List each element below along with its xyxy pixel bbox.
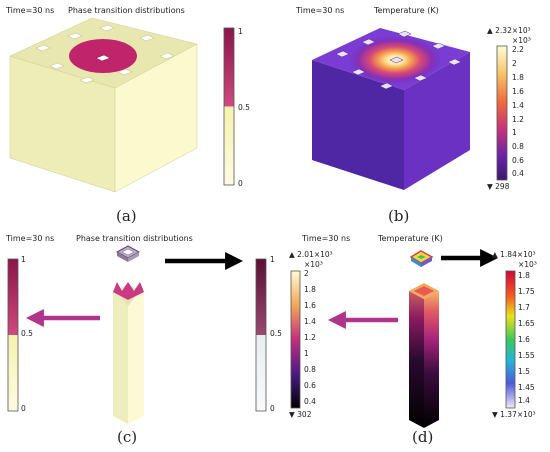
title-b: Temperature (K) bbox=[374, 6, 439, 15]
right-bar-tick-d-5: 1.6 bbox=[518, 335, 530, 344]
time-label-b: Time=30 ns bbox=[296, 6, 345, 15]
caption-b: (b) bbox=[388, 207, 410, 225]
right-bar-tick-d-4: 1.65 bbox=[518, 319, 535, 328]
colorbar-tick-a-3: 0 bbox=[238, 179, 243, 188]
phase-colorbar-c-left bbox=[7, 258, 19, 412]
caption-d: (d) bbox=[412, 428, 434, 446]
colorbar-tick-b-4: 1.6 bbox=[512, 87, 524, 96]
left-bar-tick-d-2: 1.8 bbox=[304, 285, 316, 294]
temperature-colorbar-d-left bbox=[290, 270, 301, 409]
colorbar-max-b: ▲ 2.32×10³ bbox=[487, 26, 531, 35]
left-bar-tick-d-5: 1.2 bbox=[304, 333, 316, 342]
left-bar-tick-d-4: 1.4 bbox=[304, 317, 316, 326]
left-bar-tick-d-7: 0.8 bbox=[304, 365, 316, 374]
right-bar-tick-d-9: 1.4 bbox=[518, 396, 530, 405]
colorbar-tick-a-1: 1 bbox=[238, 27, 243, 36]
left-bar-tick-d-3: 1.6 bbox=[304, 301, 316, 310]
right-bar-tick-c-3: 0 bbox=[270, 404, 275, 413]
right-bar-tick-d-6: 1.55 bbox=[518, 351, 535, 360]
right-bar-tick-d-7: 1.5 bbox=[518, 367, 530, 376]
phase-colorbar-a bbox=[223, 27, 235, 186]
right-bar-tick-d-1: 1.8 bbox=[518, 271, 530, 280]
left-bar-tick-c-2: 0.5 bbox=[21, 329, 33, 338]
right-bar-min-d: ▼ 1.37×10³ bbox=[492, 410, 536, 419]
left-bar-tick-d-9: 0.4 bbox=[304, 397, 316, 406]
time-label-c: Time=30 ns bbox=[6, 234, 55, 243]
phase-cube-a bbox=[9, 17, 198, 193]
left-bar-tick-d-1: 2 bbox=[304, 269, 309, 278]
phase-top-element-c bbox=[115, 245, 141, 262]
colorbar-tick-b-2: 2 bbox=[512, 59, 517, 68]
title-a: Phase transition distributions bbox=[68, 6, 185, 15]
colorbar-min-b: ▼ 298 bbox=[487, 182, 510, 191]
left-bar-tick-d-8: 0.6 bbox=[304, 381, 316, 390]
colorbar-tick-b-8: 0.8 bbox=[512, 142, 524, 151]
right-bar-exp-d: ×10³ bbox=[518, 260, 537, 269]
left-bar-exp-d: ×10³ bbox=[304, 260, 323, 269]
colorbar-tick-b-5: 1.4 bbox=[512, 101, 524, 110]
colorbar-tick-b-10: 0.4 bbox=[512, 169, 524, 178]
time-label-d: Time=30 ns bbox=[302, 234, 351, 243]
left-bar-tick-c-3: 0 bbox=[21, 404, 26, 413]
phase-colorbar-c-right bbox=[255, 258, 267, 412]
right-bar-tick-d-8: 1.45 bbox=[518, 383, 535, 392]
colorbar-tick-a-2: 0.5 bbox=[238, 103, 250, 112]
colorbar-tick-b-6: 1.2 bbox=[512, 115, 524, 124]
colorbar-tick-b-9: 0.6 bbox=[512, 156, 524, 165]
right-bar-max-d: ▲ 1.84×10³ bbox=[492, 250, 536, 259]
right-bar-tick-c-2: 0.5 bbox=[270, 329, 282, 338]
colorbar-tick-b-3: 1.8 bbox=[512, 73, 524, 82]
left-bar-tick-d-6: 1 bbox=[304, 349, 309, 358]
phase-pillar-c bbox=[113, 282, 144, 424]
time-label-a: Time=30 ns bbox=[6, 6, 55, 15]
caption-a: (a) bbox=[116, 207, 137, 225]
temperature-colorbar-d-right bbox=[505, 270, 516, 409]
right-bar-tick-d-2: 1.75 bbox=[518, 287, 535, 296]
left-bar-min-d: ▼ 302 bbox=[289, 410, 312, 419]
colorbar-tick-b-1: 2.2 bbox=[512, 45, 524, 54]
left-bar-max-d: ▲ 2.01×10³ bbox=[289, 250, 333, 259]
colorbar-exp-b: ×10³ bbox=[512, 36, 531, 45]
title-d: Temperature (K) bbox=[378, 234, 443, 243]
right-bar-tick-d-3: 1.7 bbox=[518, 303, 530, 312]
colorbar-tick-b-7: 1 bbox=[512, 128, 517, 137]
right-bar-tick-c-1: 1 bbox=[270, 255, 275, 264]
left-bar-tick-c-1: 1 bbox=[21, 255, 26, 264]
temperature-pillar-d bbox=[409, 283, 439, 428]
temperature-top-element-d bbox=[409, 250, 434, 267]
temperature-colorbar-b bbox=[496, 45, 508, 181]
temperature-cube-b bbox=[312, 28, 470, 190]
caption-c: (c) bbox=[117, 428, 138, 446]
title-c: Phase transition distributions bbox=[76, 234, 193, 243]
